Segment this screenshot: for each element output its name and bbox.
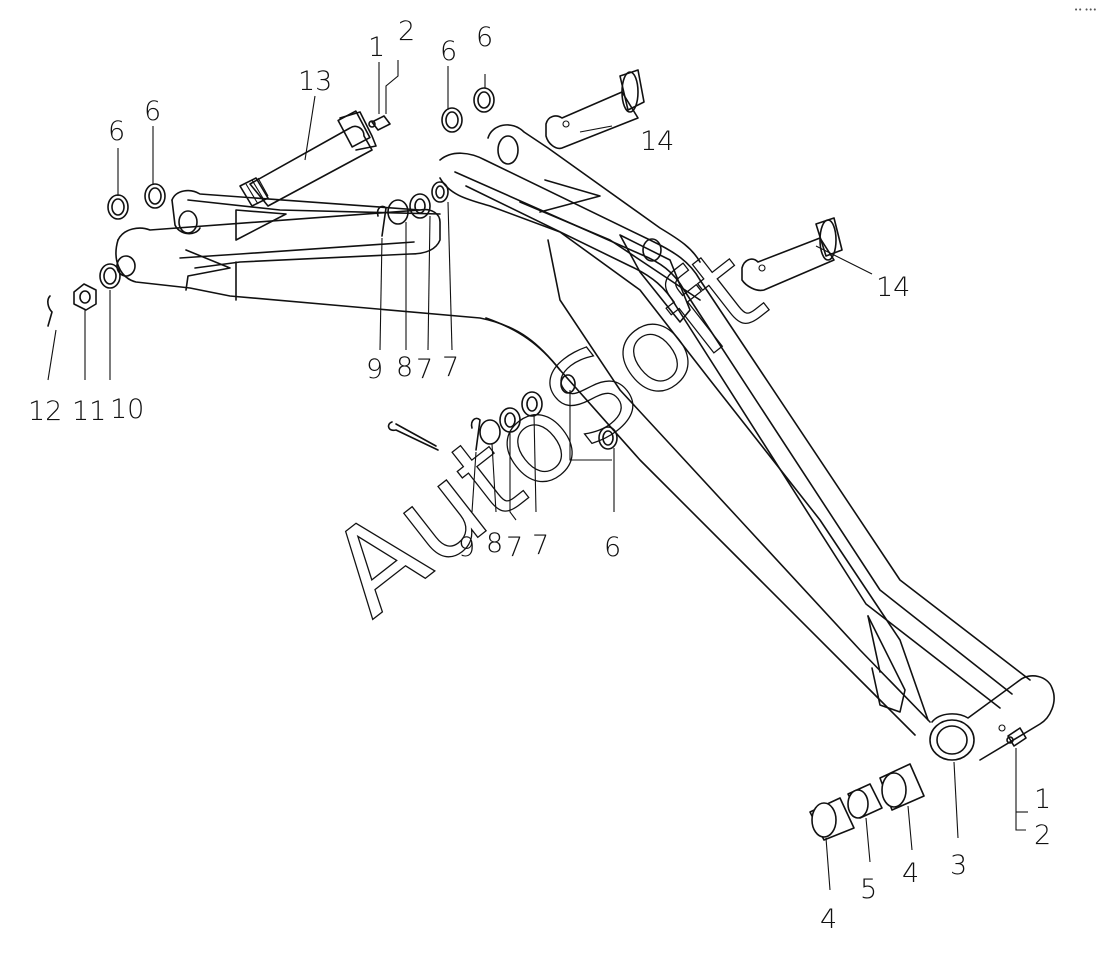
callout-7-upper-a: 7 [416, 354, 433, 385]
callout-6-left-b: 6 [144, 96, 161, 127]
callout-6-top-b: 6 [476, 22, 493, 53]
washer-group-top [441, 87, 495, 133]
ring-5 [847, 783, 883, 819]
callout-11: 11 [72, 396, 106, 427]
callout-7-lower-b: 7 [532, 530, 549, 561]
callout-labels: 1 2 13 6 6 6 6 14 14 9 8 7 7 12 11 10 9 … [28, 16, 1051, 935]
callout-7-upper-b: 7 [442, 352, 459, 383]
callout-6-top-a: 6 [440, 36, 457, 67]
bushing-4-right [879, 763, 925, 811]
callout-2-bottom: 2 [1034, 820, 1051, 851]
pin-13 [239, 110, 377, 207]
leader-lines [47, 60, 1028, 891]
callout-6-left-a: 6 [108, 116, 125, 147]
callout-9-upper: 9 [366, 354, 383, 385]
washer-10 [99, 263, 121, 289]
callout-9-lower: 9 [458, 532, 475, 563]
dipper-link [115, 189, 561, 371]
castle-nut-11 [73, 283, 97, 311]
corner-mark: •• ••• [1074, 6, 1097, 14]
pin-14-middle [741, 217, 843, 292]
callout-6-lower: 6 [604, 532, 621, 563]
grease-fitting-top [368, 115, 391, 131]
callout-10: 10 [110, 394, 144, 425]
callout-14-top: 14 [640, 126, 674, 157]
washer-group-upper-row [376, 181, 449, 237]
callout-7-lower-a: 7 [506, 532, 523, 563]
callout-8-lower: 8 [486, 528, 503, 559]
callout-8-upper: 8 [396, 352, 413, 383]
callout-14-middle: 14 [876, 272, 910, 303]
callout-1-top: 1 [368, 32, 385, 63]
watermark-text: AutoSoft [304, 221, 788, 642]
split-pin-12 [47, 295, 53, 327]
callout-12: 12 [28, 396, 62, 427]
washer-group-lower-row [470, 374, 618, 451]
split-pin-loose [387, 421, 439, 451]
bushing-4-left [809, 797, 855, 841]
callout-4-left: 4 [820, 904, 837, 935]
grease-fitting-bottom [1006, 727, 1027, 747]
callout-4-right: 4 [902, 858, 919, 889]
callout-2-top: 2 [398, 16, 415, 47]
callout-3: 3 [950, 850, 967, 881]
callout-1-bottom: 1 [1034, 784, 1051, 815]
callout-13: 13 [298, 66, 332, 97]
callout-5: 5 [860, 874, 877, 905]
washer-group-left [107, 183, 166, 220]
pin-14-upper [545, 69, 645, 150]
